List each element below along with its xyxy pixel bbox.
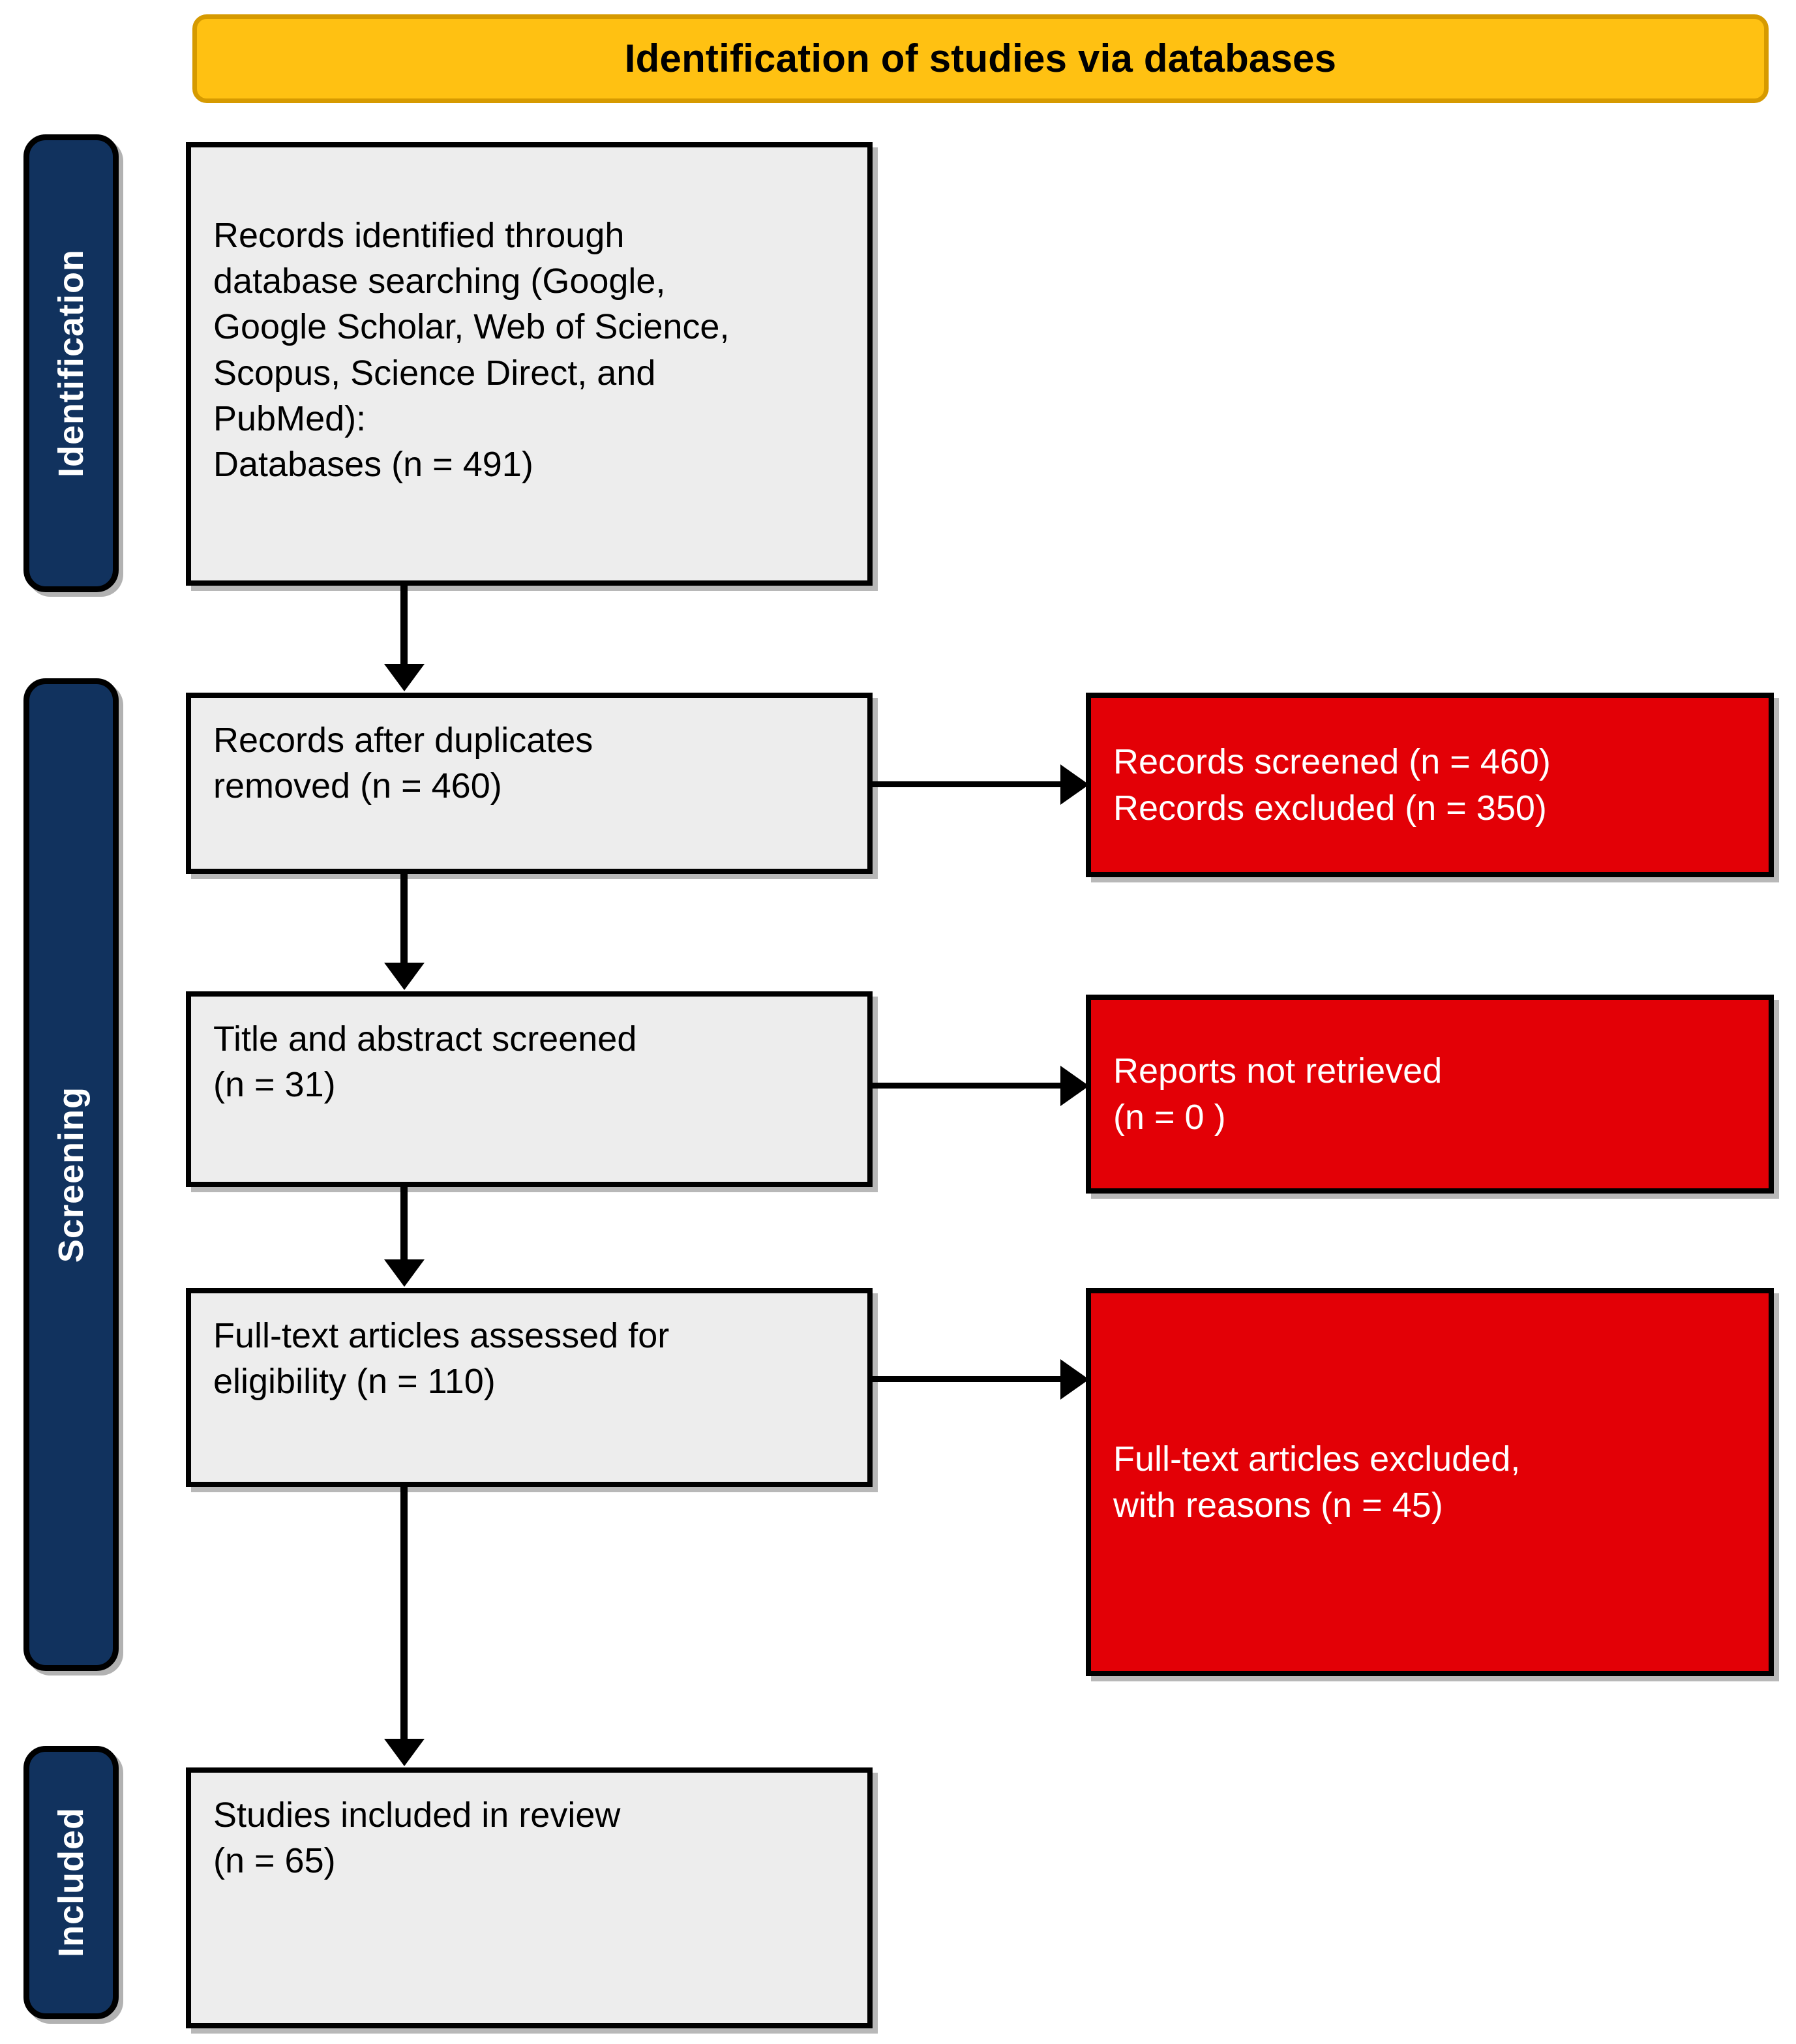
box-reports-not-retrieved-text: Reports not retrieved (n = 0 ) xyxy=(1113,1051,1443,1137)
stage-tab-included: Included xyxy=(23,1746,119,2019)
box-fulltext-excluded: Full-text articles excluded, with reason… xyxy=(1086,1288,1774,1676)
box-studies-included-text: Studies included in review (n = 65) xyxy=(213,1796,621,1881)
box-fulltext-excluded-text: Full-text articles excluded, with reason… xyxy=(1113,1439,1521,1525)
arrow-down-icon-duplicates-to-title-abstract xyxy=(400,874,408,964)
arrow-right-icon-to-records-screened xyxy=(873,781,1062,787)
box-records-after-duplicates-text: Records after duplicates removed (n = 46… xyxy=(213,721,593,806)
stage-tab-included-label: Included xyxy=(52,1807,91,1958)
box-records-identified: Records identified through database sear… xyxy=(186,142,873,586)
arrow-right-icon-to-fulltext-excluded xyxy=(873,1376,1062,1382)
stage-tab-identification-label: Identification xyxy=(52,249,91,477)
box-title-abstract-screened: Title and abstract screened (n = 31) xyxy=(186,991,873,1187)
stage-tab-identification: Identification xyxy=(23,134,119,592)
box-fulltext-assessed: Full-text articles assessed for eligibil… xyxy=(186,1288,873,1487)
arrow-right-icon-to-reports-not-retrieved xyxy=(873,1083,1062,1089)
box-title-abstract-screened-text: Title and abstract screened (n = 31) xyxy=(213,1019,637,1105)
box-records-screened-excluded: Records screened (n = 460) Records exclu… xyxy=(1086,693,1774,877)
box-records-identified-text: Records identified through database sear… xyxy=(213,216,730,484)
stage-tab-screening-label: Screening xyxy=(52,1086,91,1263)
box-fulltext-assessed-text: Full-text articles assessed for eligibil… xyxy=(213,1316,670,1402)
page-title: Identification of studies via databases xyxy=(624,37,1337,80)
box-records-screened-excluded-text: Records screened (n = 460) Records exclu… xyxy=(1113,742,1551,828)
box-reports-not-retrieved: Reports not retrieved (n = 0 ) xyxy=(1086,995,1774,1194)
arrow-down-icon-title-abstract-to-fulltext xyxy=(400,1187,408,1261)
arrow-down-icon-identified-to-duplicates xyxy=(400,586,408,665)
stage-tab-screening: Screening xyxy=(23,678,119,1671)
arrow-down-icon-fulltext-to-included xyxy=(400,1487,408,1740)
box-records-after-duplicates: Records after duplicates removed (n = 46… xyxy=(186,693,873,874)
box-studies-included: Studies included in review (n = 65) xyxy=(186,1767,873,2028)
header-banner: Identification of studies via databases xyxy=(192,14,1769,103)
